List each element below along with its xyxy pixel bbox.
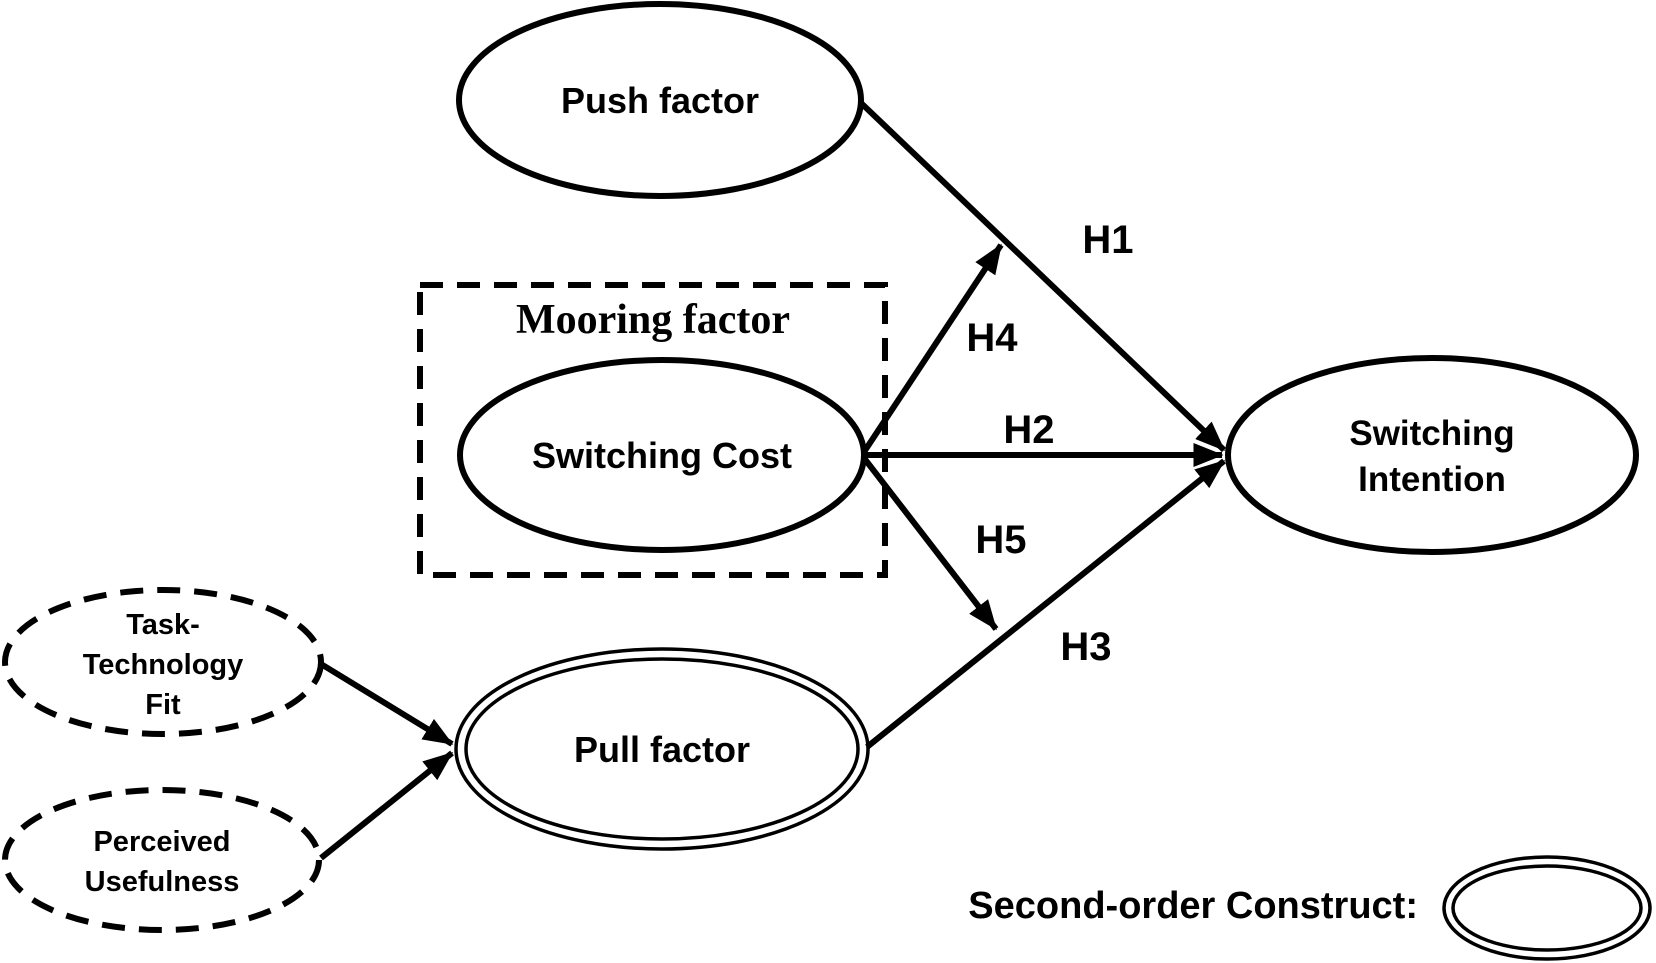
perceived-usefulness-label-line2: Usefulness	[85, 866, 240, 898]
h2-label: H2	[1003, 408, 1054, 452]
h4-label: H4	[966, 316, 1018, 360]
legend-label: Second-order Construct:	[968, 885, 1418, 927]
task-technology-fit-label-line2: Technology	[83, 649, 244, 681]
pull-factor-node-inner	[464, 657, 860, 841]
perceived-usefulness-node	[2, 787, 322, 933]
switching-intention-label-line2: Intention	[1358, 460, 1506, 499]
h1-label: H1	[1082, 218, 1133, 262]
h5-label: H5	[975, 518, 1026, 562]
task-technology-fit-to-pull-arrow	[319, 661, 454, 747]
switching-intention-node	[1225, 355, 1639, 555]
task-technology-fit-label-line1: Task-	[126, 609, 200, 641]
h3-label: H3	[1060, 625, 1111, 669]
mooring-factor-title: Mooring factor	[516, 297, 790, 343]
task-technology-fit-node	[2, 587, 324, 737]
switching-cost-label: Switching Cost	[532, 435, 792, 476]
perceived-usefulness-label-line1: Perceived	[93, 826, 230, 858]
h5-moderation-arrow	[861, 456, 999, 631]
push-factor-label: Push factor	[561, 80, 759, 121]
h1-arrow	[857, 99, 1227, 453]
perceived-usefulness-to-pull-arrow	[319, 750, 454, 861]
h4-moderation-arrow	[861, 243, 1004, 454]
task-technology-fit-label-line3: Fit	[145, 689, 181, 721]
h3-arrow	[865, 458, 1226, 750]
legend-double-ellipse-inner	[1451, 864, 1643, 952]
pull-factor-label: Pull factor	[574, 729, 750, 770]
push-factor-node	[456, 1, 864, 199]
switching-intention-label-line1: Switching	[1349, 414, 1514, 453]
